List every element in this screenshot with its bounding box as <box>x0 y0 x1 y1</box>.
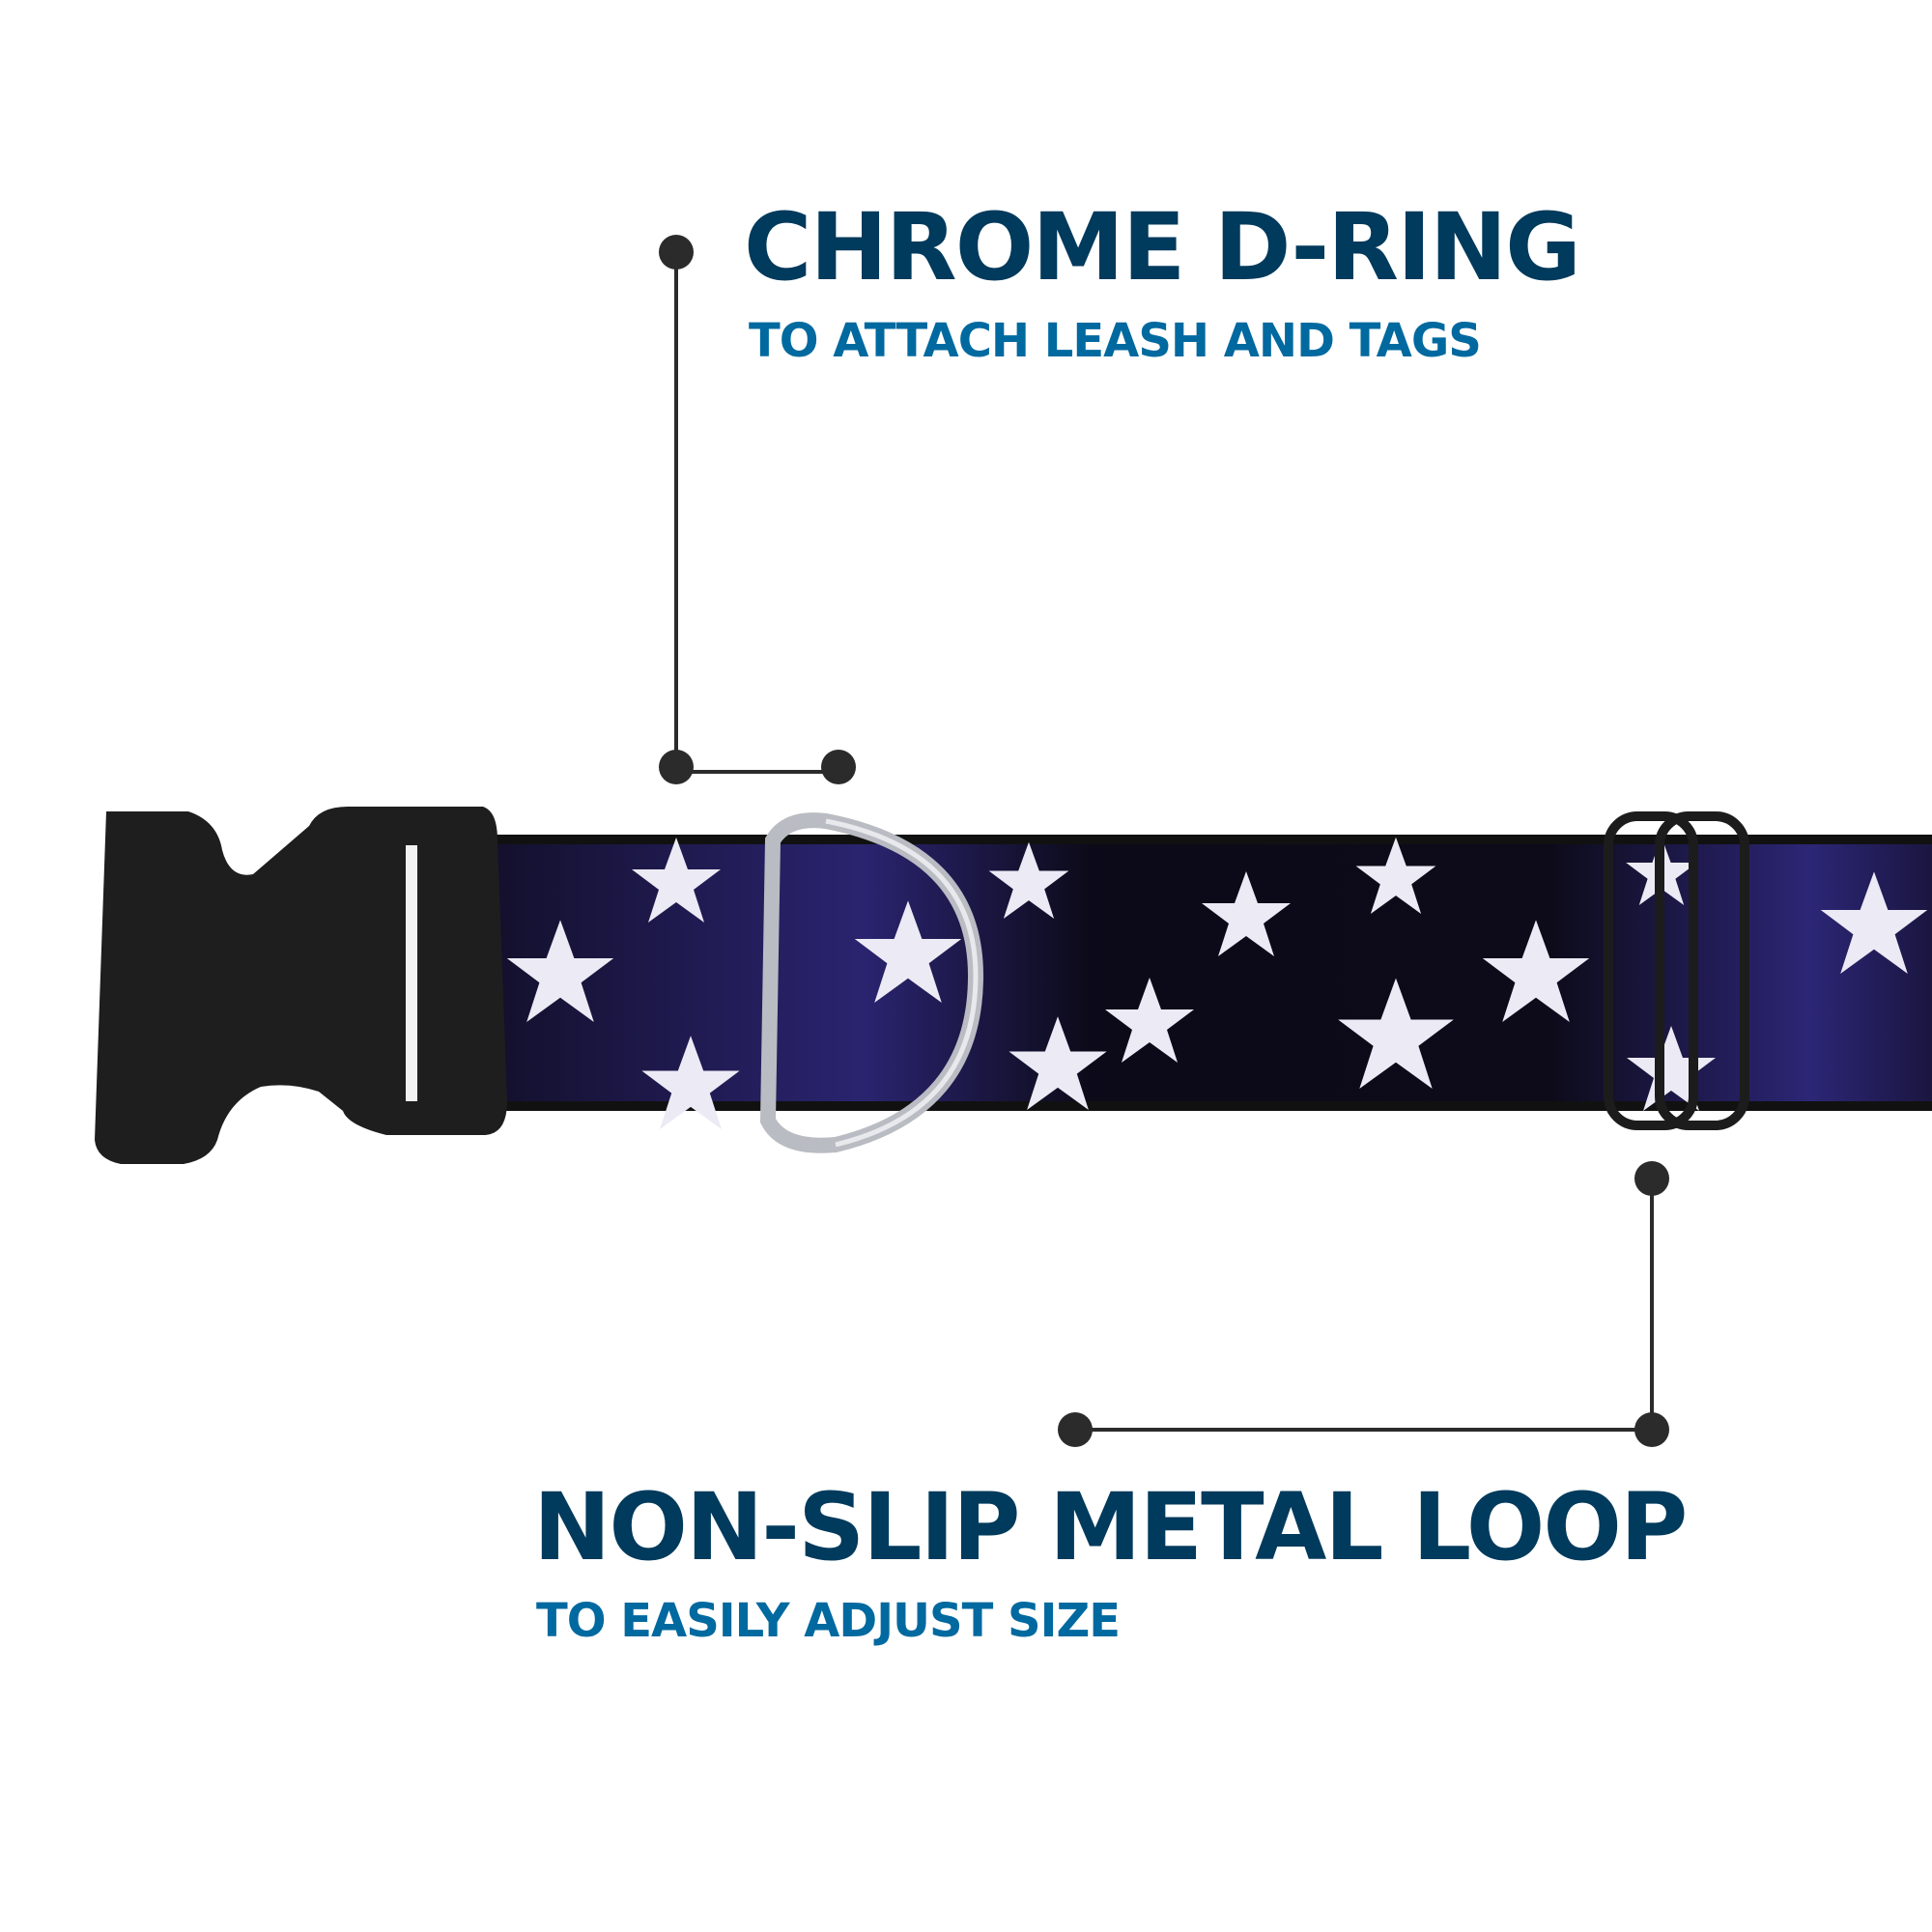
buckle <box>95 807 507 1164</box>
collar-webbing <box>406 835 1932 1129</box>
callout-title-loop: NON-SLIP METAL LOOP <box>533 1473 1688 1581</box>
d-ring <box>759 812 984 1153</box>
callout-subtitle-dring: TO ATTACH LEASH AND TAGS <box>749 314 1482 368</box>
connector-line-top-vertical <box>674 253 678 770</box>
callout-subtitle-loop: TO EASILY ADJUST SIZE <box>536 1594 1121 1648</box>
connector-dot-dring-right <box>821 750 856 784</box>
connector-line-bottom <box>1090 1428 1652 1432</box>
connector-dot-bottom-left <box>1058 1412 1093 1447</box>
connector-line-dring <box>676 770 838 774</box>
connector-dot-dring-left <box>659 750 694 784</box>
connector-line-loop-vertical <box>1650 1179 1654 1430</box>
callout-title-dring: CHROME D-RING <box>744 193 1581 301</box>
metal-loop <box>1604 811 1749 1130</box>
